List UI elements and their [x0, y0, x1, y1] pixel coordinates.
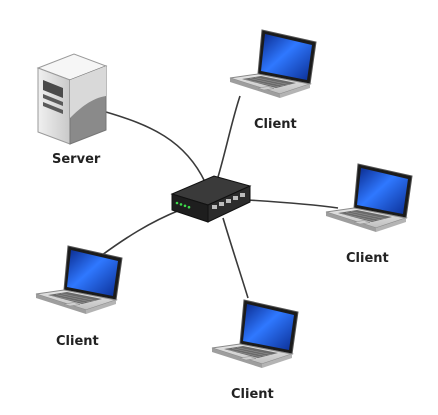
server-tower-icon	[36, 53, 108, 145]
client-node-top-right: Client	[229, 29, 317, 132]
server-node: Server	[36, 53, 108, 167]
laptop-icon	[211, 299, 299, 369]
laptop-icon	[325, 163, 413, 233]
network-switch	[170, 175, 252, 223]
link-server	[105, 111, 206, 183]
client-label: Client	[254, 117, 297, 132]
link-client-top-right	[217, 95, 241, 178]
client-label: Client	[231, 387, 274, 402]
connections	[97, 95, 339, 299]
client-node-left: Client	[35, 245, 123, 349]
laptop-icon	[35, 245, 123, 315]
client-label: Client	[346, 251, 389, 266]
link-client-right	[247, 199, 339, 209]
server-label: Server	[52, 152, 101, 167]
laptop-icon	[229, 29, 317, 99]
network-switch-icon	[170, 175, 252, 223]
link-client-bottom	[222, 217, 249, 299]
link-client-left	[97, 209, 181, 259]
client-node-bottom: Client	[211, 299, 299, 402]
client-label: Client	[56, 334, 99, 349]
client-node-right: Client	[325, 163, 413, 266]
